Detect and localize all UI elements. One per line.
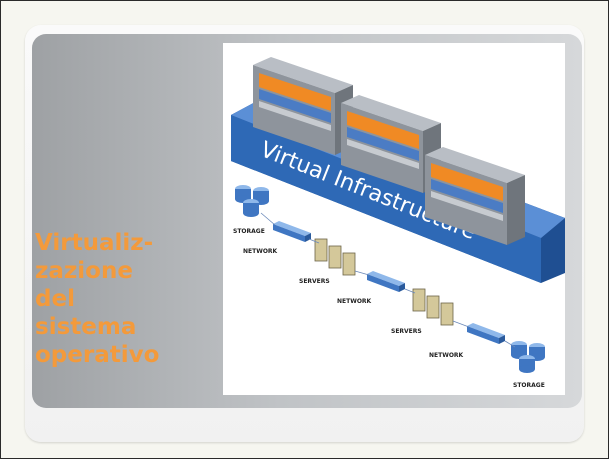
servers-group-1-icon: [314, 238, 356, 276]
title-line-3: del: [35, 286, 75, 312]
storage-bottom-icon: [511, 341, 545, 373]
layer-blue-1: [259, 89, 331, 123]
label-servers-1: SERVERS: [299, 278, 330, 285]
label-storage-bottom: STORAGE: [513, 382, 545, 389]
label-network-3: NETWORK: [429, 352, 464, 359]
layer-blue-3: [431, 179, 503, 213]
label-network-2: NETWORK: [337, 298, 372, 305]
network-switch-3-icon: [467, 323, 505, 344]
layer-blue-2: [347, 127, 419, 161]
title-line-5: operativo: [35, 342, 160, 368]
title-line-2: zazione: [35, 258, 133, 284]
network-switch-2-icon: [367, 271, 405, 292]
layer-orange-2: [347, 111, 419, 149]
servers-group-2-icon: [412, 288, 454, 326]
slide-title: Virtualiz- zazione del sistema operativo: [35, 229, 215, 369]
title-line-4: sistema: [35, 314, 137, 340]
layer-orange-1: [259, 73, 331, 111]
label-servers-2: SERVERS: [391, 328, 422, 335]
diagram-canvas: Virtual Infrastructure: [231, 57, 565, 389]
label-network-1: NETWORK: [243, 248, 278, 255]
layer-orange-3: [431, 163, 503, 201]
storage-top-icon: [235, 185, 269, 217]
network-switch-1-icon: [273, 221, 311, 242]
server-box-3: [425, 147, 525, 245]
label-storage-top: STORAGE: [233, 228, 265, 235]
title-line-1: Virtualiz-: [35, 230, 154, 256]
connection-lines: [260, 212, 516, 348]
virtual-infrastructure-diagram: Virtual Infrastructure: [223, 43, 565, 395]
